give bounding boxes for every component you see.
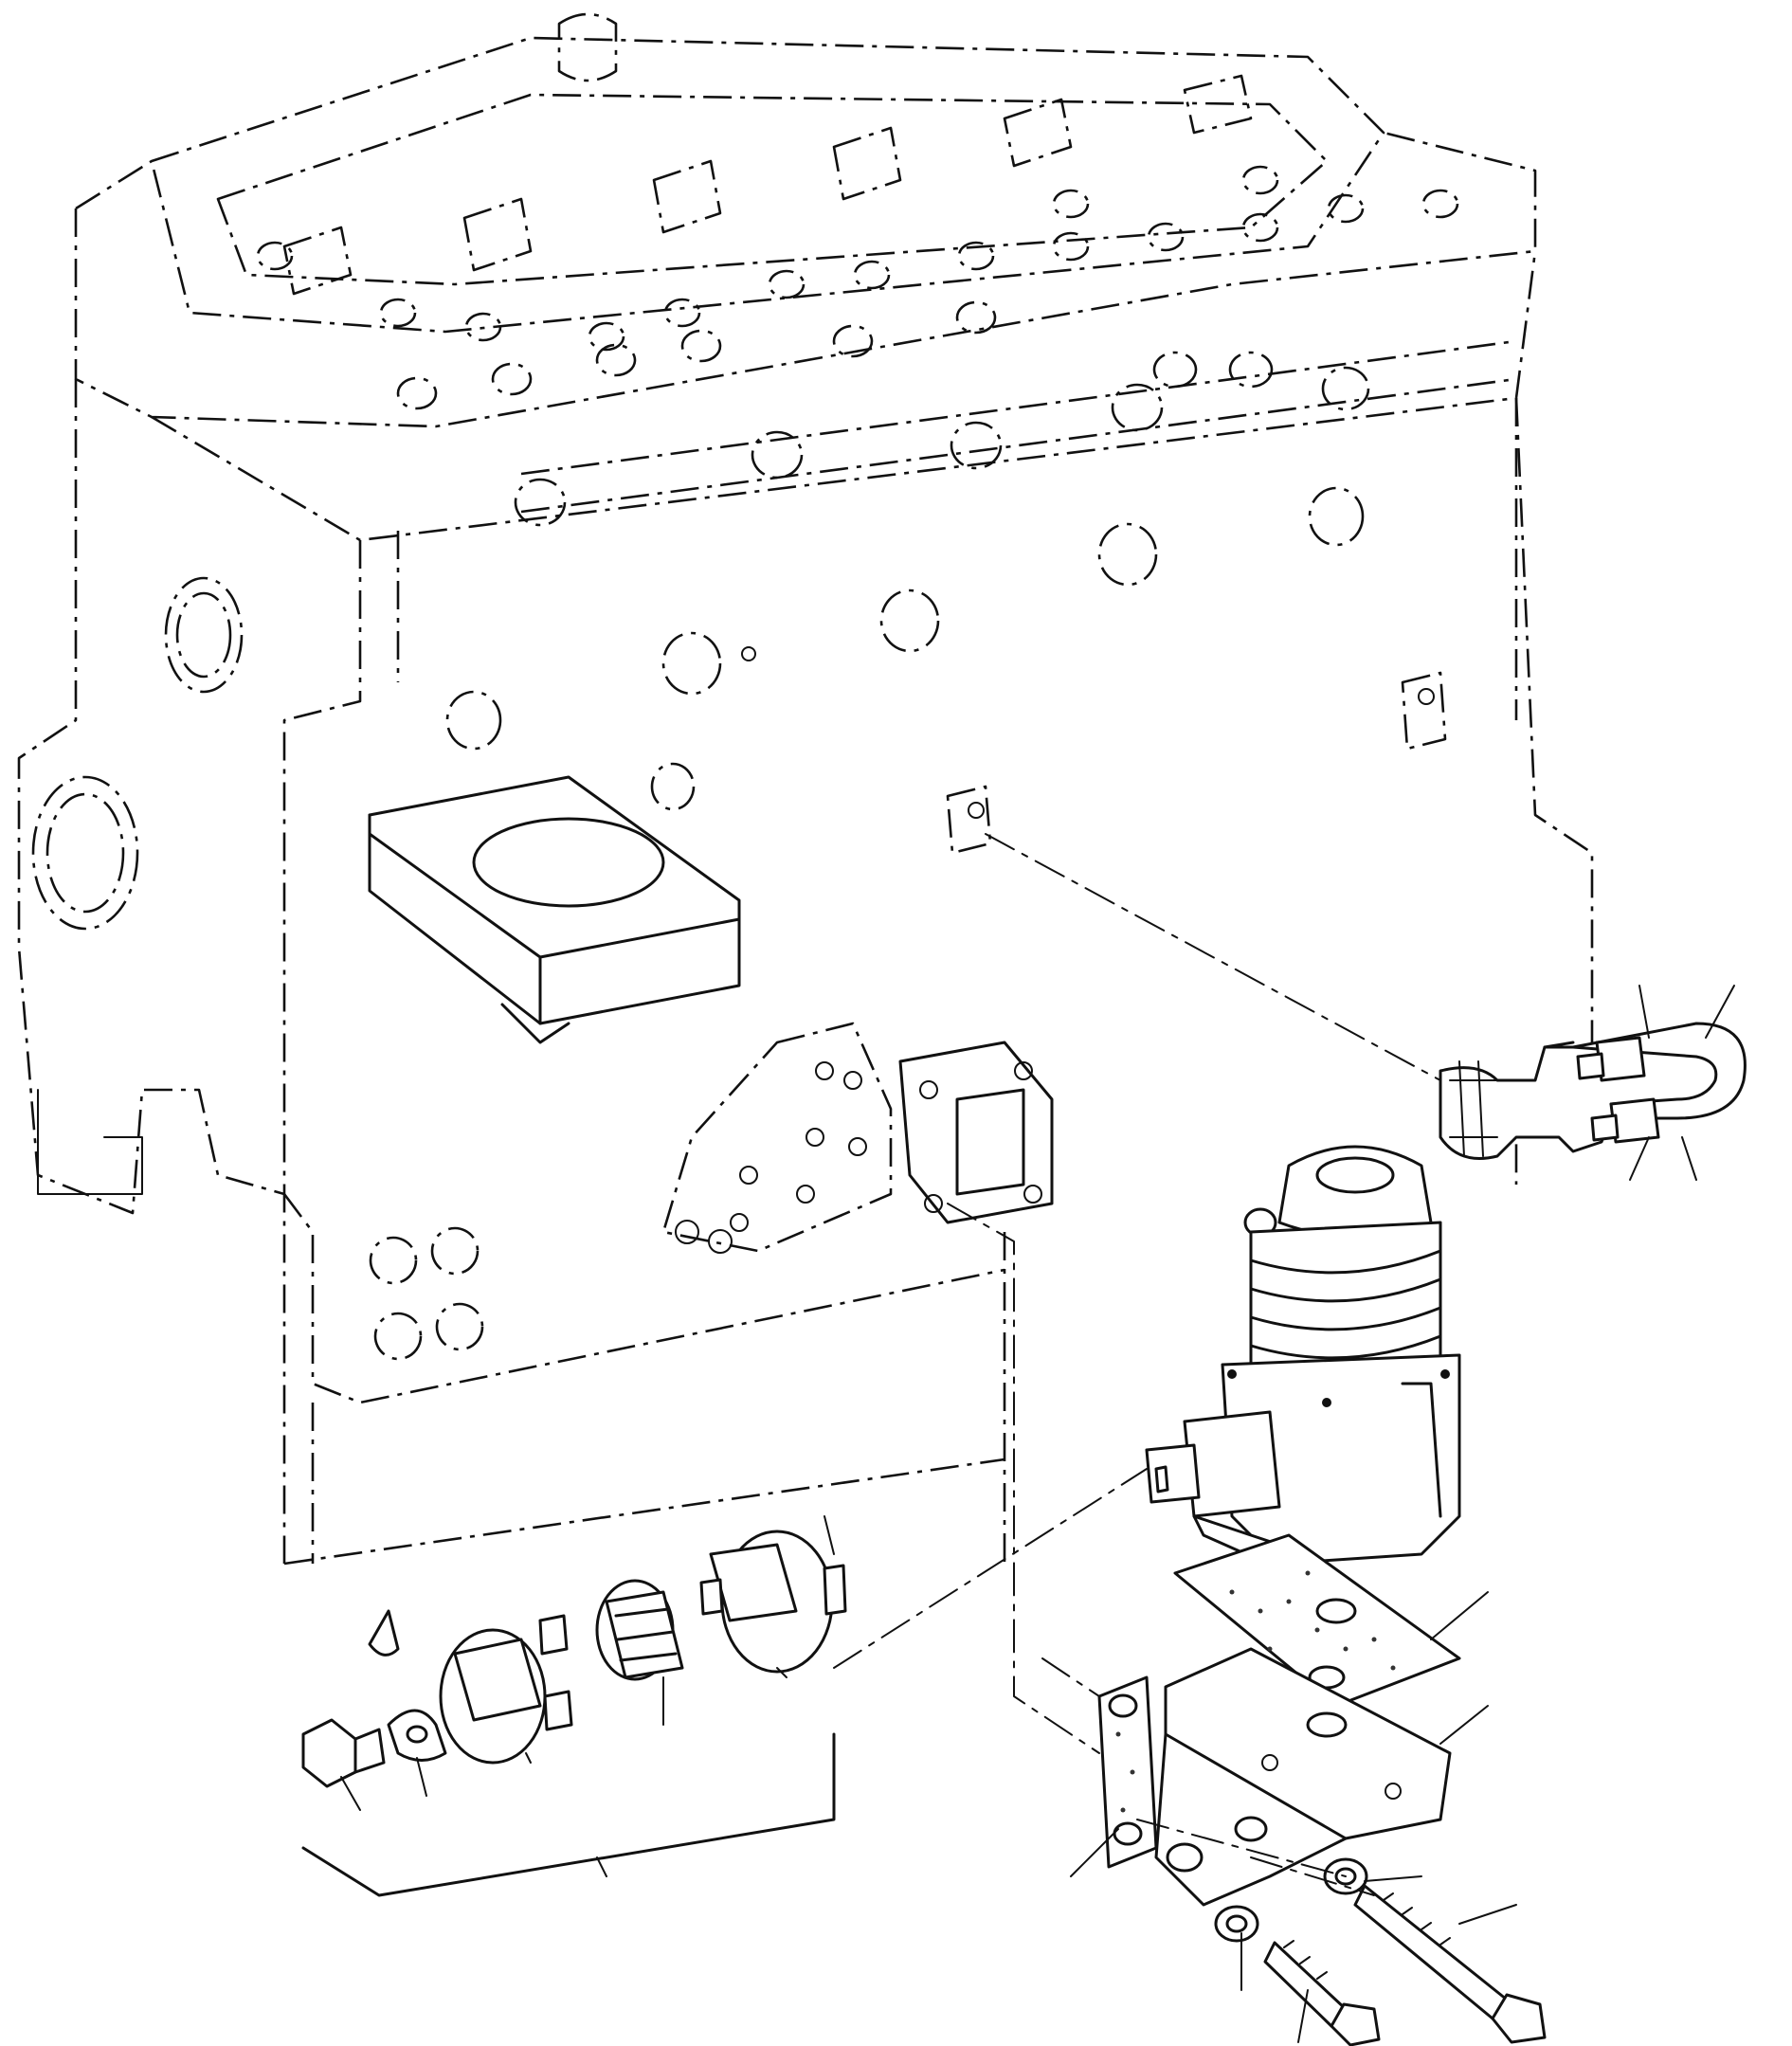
engine-block <box>17 12 1594 1566</box>
air-compressor <box>1145 1145 1461 1575</box>
coupling-assembly <box>301 1530 847 1897</box>
intake-flange <box>368 775 741 1044</box>
mount-plate <box>661 1022 893 1254</box>
fasteners <box>1214 1857 1547 2046</box>
delivery-pipe <box>1439 1022 1747 1160</box>
square-flange <box>898 1041 1054 1224</box>
assembly-lines <box>833 833 1441 1896</box>
leader-lines <box>340 985 1735 2043</box>
mounting-bracket <box>1097 1533 1461 1907</box>
